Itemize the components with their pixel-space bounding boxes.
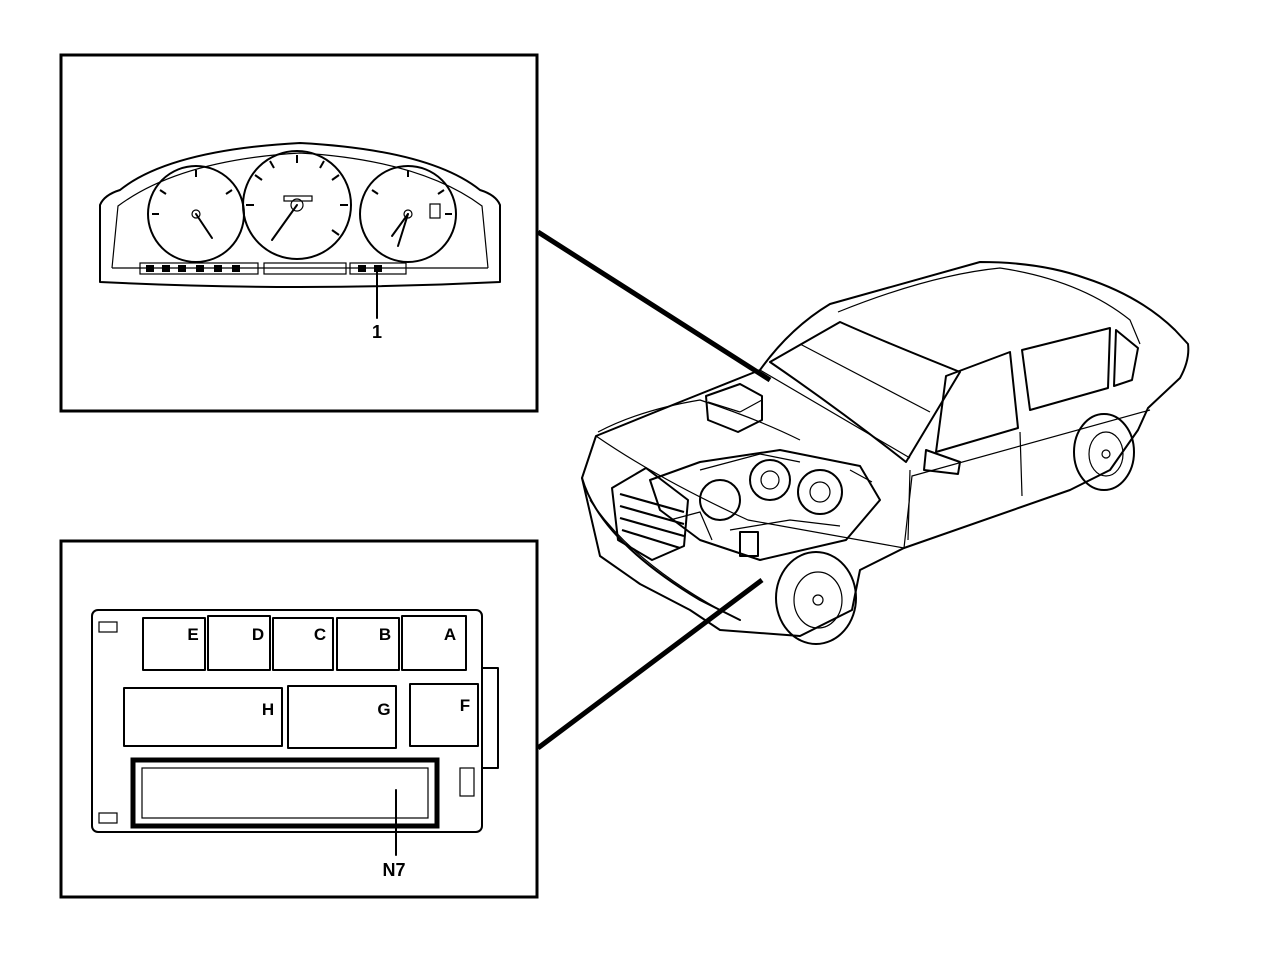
relay-label-h: H (262, 700, 274, 719)
car-illustration (581, 261, 1190, 645)
callout-1-label: 1 (372, 322, 382, 342)
relay-label-a: A (444, 625, 456, 644)
relay-label-g: G (377, 700, 390, 719)
relay-label-b: B (379, 625, 391, 644)
instrument-cluster-inset: 1 (59, 53, 539, 413)
n7-module (130, 757, 440, 829)
front-wheel (775, 551, 857, 645)
connector-line-top (536, 229, 772, 383)
relay-label-f: F (460, 696, 470, 715)
relay-module-inset: A B C D E F G H N7 (59, 539, 539, 899)
relay-module-board (91, 609, 499, 833)
instrument-cluster-drawing (99, 142, 501, 288)
relay-labels: A B C D E F G H (187, 625, 470, 719)
callout-n7-label: N7 (382, 860, 405, 880)
engine-bay (649, 449, 881, 561)
relay-label-c: C (314, 625, 326, 644)
connector-line-bottom (536, 578, 764, 750)
relay-label-e: E (187, 625, 198, 644)
relay-label-d: D (252, 625, 264, 644)
rear-wheel (1073, 413, 1135, 491)
